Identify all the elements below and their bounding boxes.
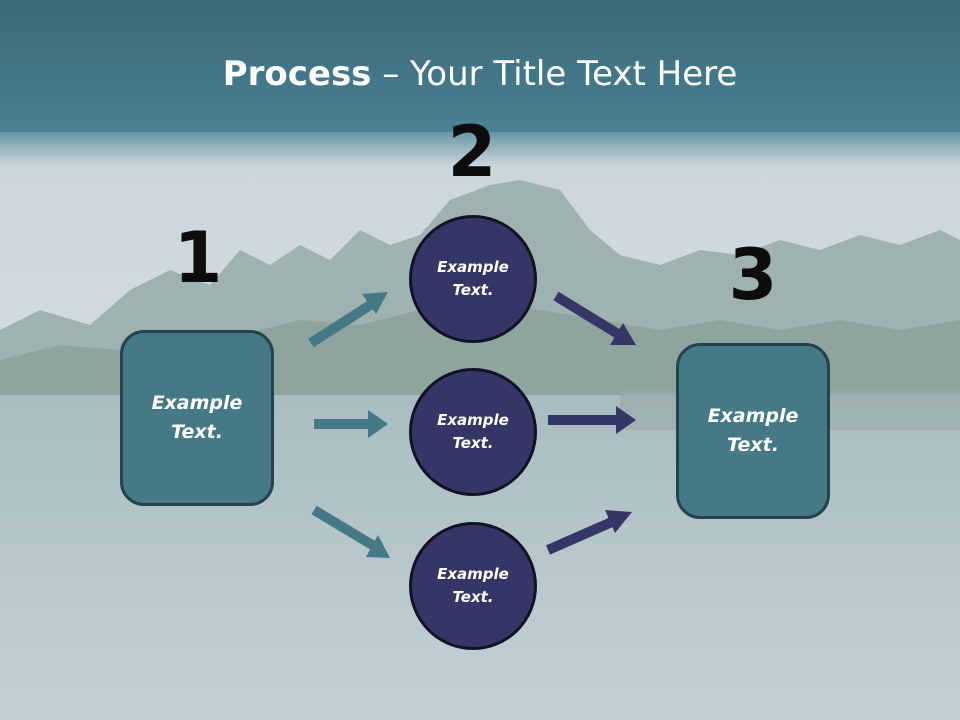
title-rest: – Your Title Text Here [371,54,738,94]
arrow-bottom-to-3 [545,510,632,555]
step-2-circle-middle: Example Text. [409,368,537,496]
arrow-1-to-bottom [311,505,390,558]
title-banner-fade [0,126,960,166]
arrow-middle-to-3 [548,406,636,434]
title-bold: Process [222,54,372,94]
step-3-box: Example Text. [676,343,830,519]
step-number-3: 3 [728,234,778,316]
step-number-1: 1 [173,217,223,299]
arrow-1-to-top [308,292,388,348]
step-2-bottom-label: Example Text. [437,565,509,606]
step-2-top-label: Example Text. [437,258,509,299]
arrow-1-to-middle [314,410,388,438]
step-2-circle-top: Example Text. [409,215,537,343]
step-number-2: 2 [447,111,497,193]
step-2-middle-label: Example Text. [437,411,509,452]
step-1-box: Example Text. [120,330,274,506]
title-banner [0,0,960,132]
step-3-label: Example Text. [707,405,799,456]
arrow-top-to-3 [553,291,636,345]
step-1-label: Example Text. [151,392,243,443]
slide-title: Process – Your Title Text Here [0,52,960,96]
step-2-circle-bottom: Example Text. [409,522,537,650]
